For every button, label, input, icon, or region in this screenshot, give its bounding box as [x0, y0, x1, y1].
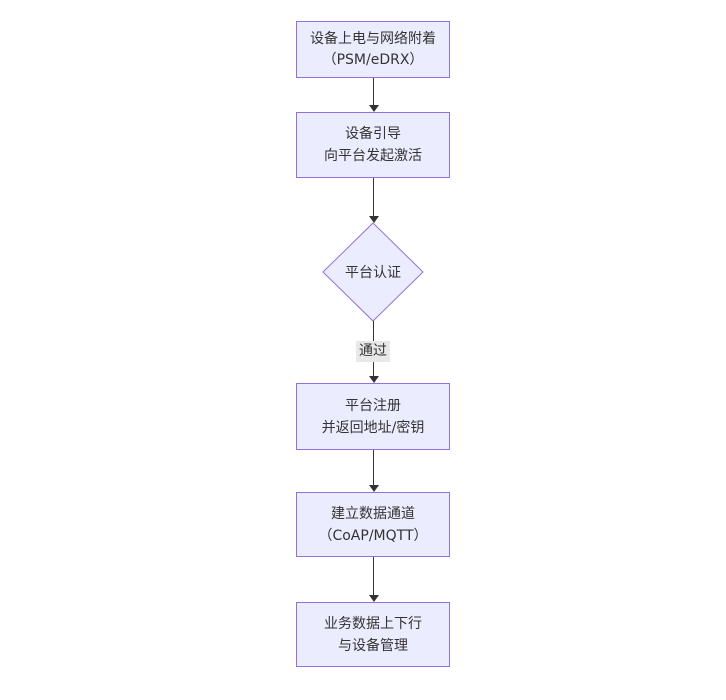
node-text-line: 设备引导: [345, 126, 401, 142]
node-text-line: 业务数据上下行: [324, 615, 422, 632]
arrowhead-down-icon: [368, 595, 379, 602]
node-text-line: 设备上电与网络附着: [310, 30, 436, 47]
flow-node-platform-auth-decision: 平台认证: [322, 222, 424, 322]
node-text-line: （CoAP/MQTT）: [318, 527, 428, 544]
flow-node-business-data-management: 业务数据上下行 与设备管理: [296, 602, 450, 667]
flow-node-power-network-attach: 设备上电与网络附着 （PSM/eDRX）: [296, 21, 450, 78]
arrowhead-down-icon: [368, 216, 379, 223]
node-text-line: 向平台发起激活: [324, 148, 422, 164]
node-text-line: 平台注册: [345, 397, 401, 414]
edge-line: [373, 450, 374, 485]
node-text-line: 平台认证: [345, 265, 401, 281]
flow-node-data-channel: 建立数据通道 （CoAP/MQTT）: [296, 492, 450, 557]
edge-line: [373, 178, 374, 216]
flow-node-platform-register: 平台注册 并返回地址/密钥: [296, 383, 450, 450]
arrowhead-down-icon: [368, 376, 379, 383]
edge-line: [373, 557, 374, 595]
node-text-line: （PSM/eDRX）: [322, 51, 424, 68]
edge-label-pass: 通过: [356, 341, 390, 362]
flow-node-bootstrap-activate: 设备引导 向平台发起激活: [296, 112, 450, 178]
arrowhead-down-icon: [368, 485, 379, 492]
node-text-line: 并返回地址/密钥: [321, 419, 425, 436]
node-text-line: 与设备管理: [338, 637, 408, 654]
arrowhead-down-icon: [368, 105, 379, 112]
node-text-line: 建立数据通道: [331, 505, 415, 522]
edge-line: [373, 78, 374, 105]
